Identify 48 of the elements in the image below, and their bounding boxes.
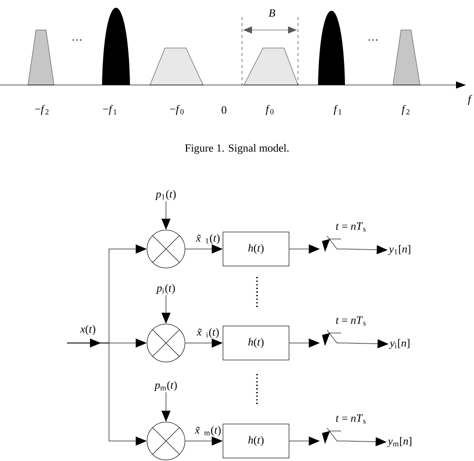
axis-label: f$_{2}$ — [402, 104, 410, 116]
edge-label: x̃$_{m}$(t) — [194, 426, 221, 436]
signal-label: p$_{i}$(t) — [156, 284, 175, 294]
axis-label: f$_{0}$ — [266, 104, 274, 116]
axis-label: −f$_{1}$ — [103, 104, 116, 116]
arrow — [162, 392, 170, 422]
sampler-switch — [322, 236, 346, 252]
arrow — [185, 436, 222, 446]
filter-box: h(t) — [222, 326, 290, 360]
sampling-label: t = nT$_{s}$ — [336, 222, 366, 232]
arrow — [289, 436, 320, 446]
sampling-label: t = nT$_{s}$ — [336, 316, 366, 326]
axis-label: −f$_{2}$ — [35, 104, 48, 116]
arrowhead — [90, 338, 101, 348]
arrow — [185, 338, 222, 348]
axis-label: … — [368, 39, 378, 41]
axis-label: B — [268, 9, 276, 17]
multiplier-symbol — [146, 324, 186, 362]
arrow — [162, 294, 170, 324]
signal-label: y$_{1}$[n] — [388, 245, 410, 255]
axis-label: f$_{1}$ — [334, 104, 342, 116]
arrow — [289, 338, 320, 348]
edge-label: x̃$_{1}$(t) — [196, 234, 220, 244]
signal-label: y$_{i}$[n] — [388, 339, 410, 349]
filter-box: h(t) — [222, 424, 290, 458]
axis-label: … — [72, 39, 82, 41]
arrow — [66, 342, 146, 446]
sampler-switch — [322, 330, 346, 346]
filter-box: h(t) — [222, 232, 290, 266]
signal-label: p$_{m}$(t) — [154, 381, 177, 391]
axis-label: −f$_{0}$ — [170, 104, 184, 116]
multiplier-symbol — [146, 422, 186, 460]
arrow — [346, 339, 388, 348]
signal-label: y$_{m}$[n] — [386, 437, 412, 447]
edge-label: x̃$_{i}$(t) — [196, 328, 219, 338]
caption: Figure 1. Signal model. — [185, 144, 289, 154]
sampler-switch — [322, 428, 346, 444]
arrow — [162, 200, 170, 230]
axis-label: f — [468, 94, 472, 106]
edge-label: x(t) — [80, 325, 96, 335]
sampling-label: t = nT$_{s}$ — [336, 414, 366, 424]
arrow — [346, 245, 388, 254]
signal-label: p$_{1}$(t) — [155, 190, 176, 200]
arrow — [289, 244, 320, 254]
axis-label: 0 — [222, 106, 226, 114]
arrow — [346, 437, 386, 446]
arrow — [185, 244, 222, 254]
multiplier-symbol — [146, 230, 186, 268]
